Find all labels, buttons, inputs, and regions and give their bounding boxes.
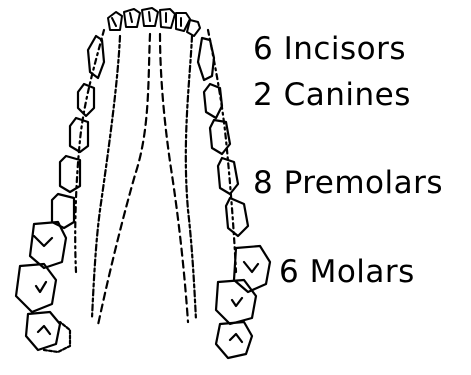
canines-label: 2 Canines: [253, 78, 411, 112]
incisor-teeth: [108, 8, 200, 36]
premolars-label: 8 Premolars: [253, 166, 443, 200]
premolar-teeth-left: [52, 84, 94, 228]
incisors-label: 6 Incisors: [253, 32, 406, 66]
molar-teeth-left: [16, 222, 70, 352]
canine-teeth: [88, 36, 214, 80]
molars-label: 6 Molars: [279, 255, 415, 289]
molar-teeth-right: [216, 246, 270, 358]
premolar-teeth-right: [204, 84, 248, 236]
